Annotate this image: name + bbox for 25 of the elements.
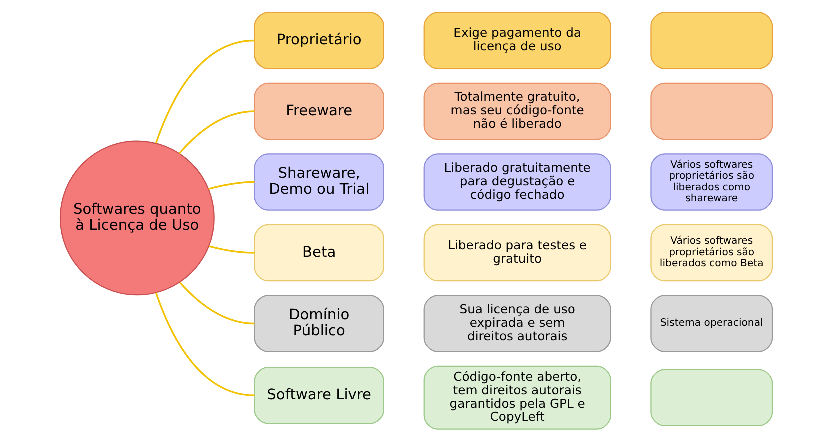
node-box: Totalmente gratuito, mas seu código-fonte não é liberado [424,82,612,140]
node-box: Exige pagamento da licença de uso [424,12,612,70]
node-box: Liberado gratuitamente para degustação e código fechado [424,154,612,211]
connector [208,181,255,190]
node-box: Domínio Público [254,295,384,352]
node-box: Freeware [254,82,384,140]
node-box [650,369,774,427]
node-box: Sistema operacional [650,295,774,352]
node-box: Vários softwares proprietários são liberados como Beta [650,224,774,282]
connector [155,292,255,396]
connector [178,110,255,154]
connector [180,282,255,325]
node-box: Proprietário [254,12,384,70]
node-box: Código-fonte aberto, tem direitos autorais garantidos pela GPL e CopyLeft [424,366,612,430]
node-box: Liberado para testes e gratuito [424,224,612,282]
node-box: Beta [254,224,384,282]
node-circle: Softwares quanto à Licença de Uso [60,140,215,296]
node-box: Vários softwares proprietários são liberados como shareware [650,154,774,211]
connector [208,246,255,254]
node-box: Shareware, Demo ou Trial [254,154,384,211]
node-box: Sua licença de uso expirada e sem direitos autorais [424,295,612,352]
node-box [650,12,774,70]
node-box: Software Livre [254,367,384,424]
node-box [650,82,774,140]
connector [155,40,255,144]
